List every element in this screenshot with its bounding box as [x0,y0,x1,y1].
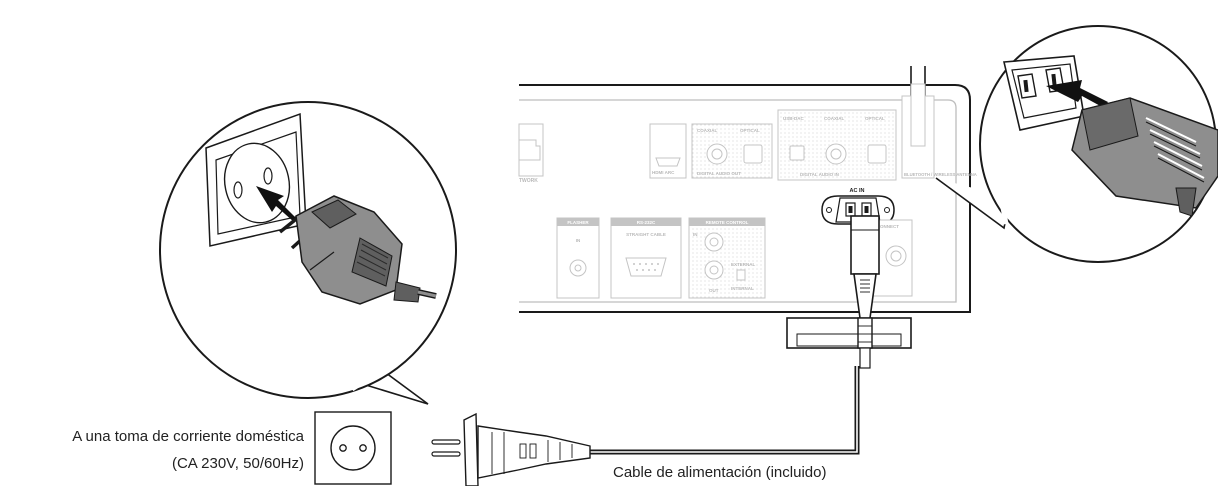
usb-port [789,145,805,161]
power-cable-caption: Cable de alimentación (incluido) [613,464,827,481]
outlet-caption-line1: A una toma de corriente doméstica [72,428,304,445]
flasher-group: FLASHER IN [556,217,600,299]
usb-dac-label: USB-DAC [783,116,804,121]
zoom-callout-ac-inlet [935,25,1218,263]
coaxial-in-label: COAXIAL [824,116,845,121]
straight-cable-label: STRAIGHT CABLE [626,232,666,237]
network-port: TWORK [518,123,544,184]
schuko-plug-icon [278,195,437,305]
flasher-jack [569,259,587,277]
external-label: EXTERNAL [731,262,756,267]
antenna-label: BLUETOOTH / WIRELESS ANTENNA [904,172,977,177]
digital-audio-out-label: DIGITAL AUDIO OUT [697,171,741,176]
remote-in-label: IN [693,232,698,237]
digital-audio-in-label: DIGITAL AUDIO IN [800,172,839,177]
remote-out-jack [704,260,724,280]
remote-control-label: REMOTE CONTROL [706,220,749,225]
hdmi-arc-port: HDMI ARC [649,123,687,179]
digital-audio-out-group: COAXIAL OPTICAL DIGITAL AUDIO OUT [691,123,773,179]
optical-in-label: OPTICAL [865,116,885,121]
network-label: TWORK [519,178,538,184]
rs232c-port [625,257,667,277]
outlet-caption-line2: (CA 230V, 50/60Hz) [171,455,304,472]
rs232c-group: RS-232C STRAIGHT CABLE [610,217,682,299]
connect-label: ONNECT [880,224,899,229]
remote-control-group: REMOTE CONTROL IN OUT EXTERNAL INTERNAL [688,217,766,299]
mains-plug-icon [431,412,591,487]
coaxial-out-jack [706,143,728,165]
power-cable [589,215,880,455]
digital-audio-in-group: USB-DAC COAXIAL OPTICAL DIGITAL AUDIO IN [777,109,897,181]
coaxial-in-jack [825,143,847,165]
remote-out-label: OUT [709,288,719,293]
internal-label: INTERNAL [731,286,754,291]
optical-out-jack [743,144,763,164]
coaxial-out-label: COAXIAL [697,128,718,133]
flasher-in-label: IN [576,238,581,243]
device-rear-panel: TWORK HDMI ARC COAXIAL OPTICAL DIGITAL A… [518,66,977,349]
rs232c-label: RS-232C [637,220,656,225]
flasher-label: FLASHER [567,220,589,225]
optical-in-jack [867,144,887,164]
zoom-callout-wall-socket [159,101,457,405]
hdmi-arc-label: HDMI ARC [652,170,675,175]
external-internal-switch [736,269,746,281]
optical-out-label: OPTICAL [740,128,760,133]
remote-in-jack [704,232,724,252]
ac-in-label: AC IN [850,188,865,194]
antenna: BLUETOOTH / WIRELESS ANTENNA [901,66,977,179]
wall-outlet-icon [314,411,392,485]
iec-plug-icon [1071,97,1218,217]
